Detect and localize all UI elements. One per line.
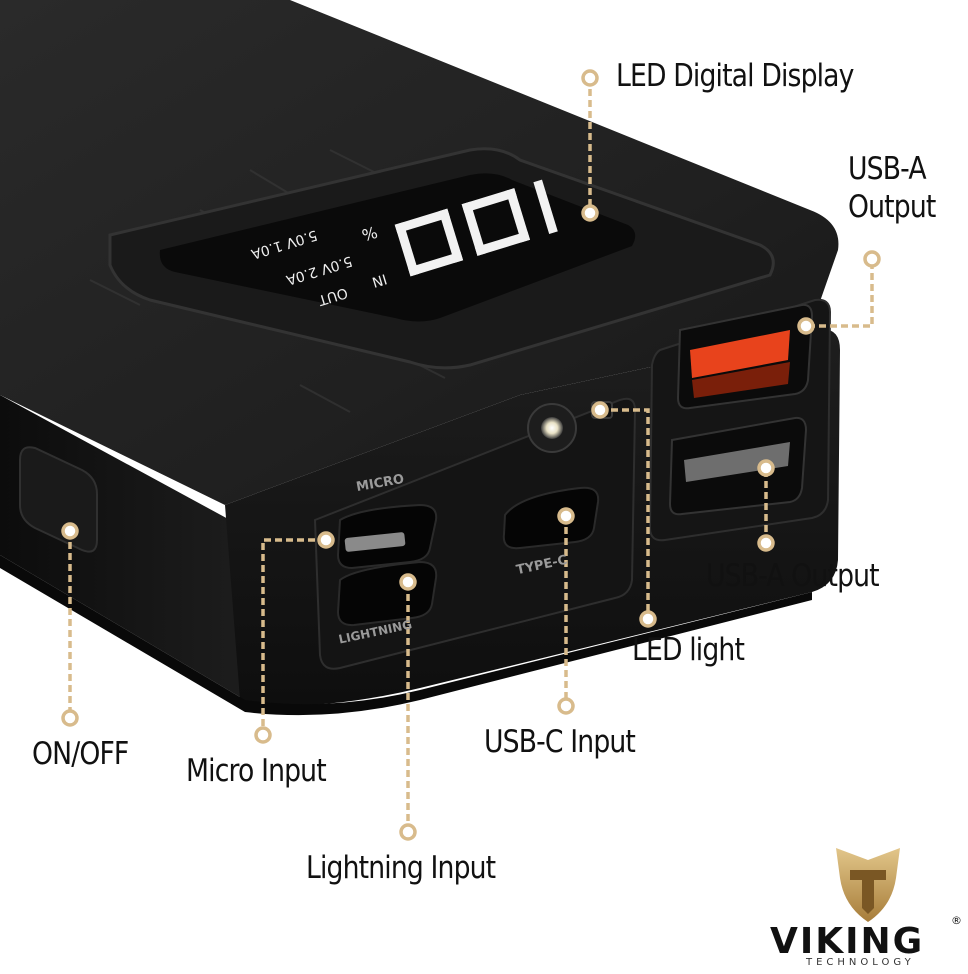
callout-on-off: ON/OFF [32, 736, 129, 772]
callout-usb-a-output-top: USB-A Output [848, 150, 960, 226]
side-button [19, 446, 98, 553]
display-digits-graphic [394, 179, 558, 277]
callout-led-light: LED light [632, 632, 745, 668]
brand-tagline: TECHNOLOGY [806, 957, 915, 968]
callout-lines [68, 78, 874, 830]
callout-dots [61, 69, 881, 841]
viking-shield-logo [836, 848, 900, 922]
type-c-port [502, 486, 600, 550]
brand-registered: ® [951, 914, 962, 927]
callout-lightning-input: Lightning Input [306, 850, 496, 886]
callout-led-digital-display: LED Digital Display [616, 58, 854, 94]
callout-usb-a-output-top-text: USB-A Output [848, 151, 936, 225]
callout-micro-input: Micro Input [186, 753, 327, 789]
callout-usb-a-output-bottom: USB-A Output [706, 558, 880, 594]
callout-usb-c-input: USB-C Input [484, 724, 636, 760]
brand-name: VIKING [770, 921, 925, 962]
